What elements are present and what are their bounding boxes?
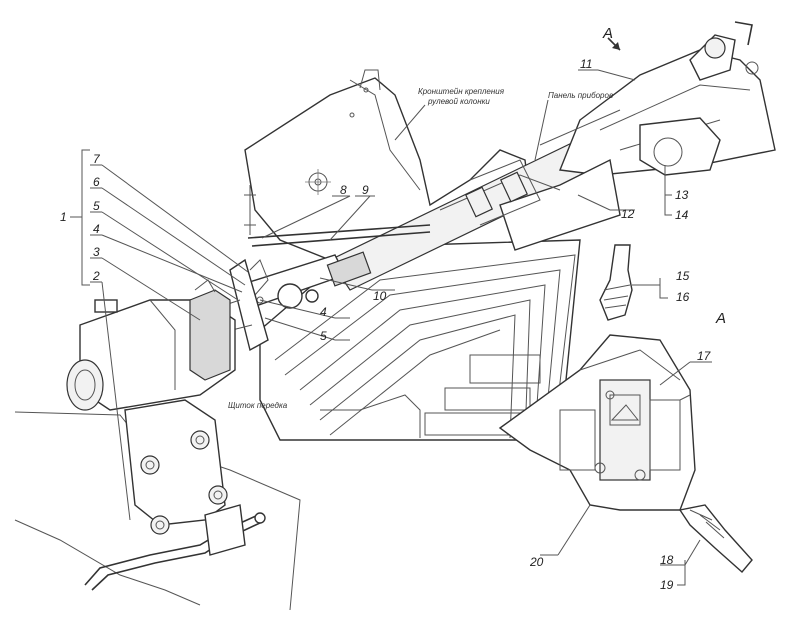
callout-10: 10 [373, 289, 387, 303]
captions: Кронштейн крепления рулевой колонки Пане… [228, 87, 613, 410]
caption-bracket-line1: Кронштейн крепления [418, 87, 505, 96]
callout-4b: 4 [320, 305, 327, 319]
callout-12: 12 [621, 207, 635, 221]
pitman-arm-assembly [84, 399, 266, 591]
leader-lines [70, 37, 712, 586]
callout-17: 17 [697, 349, 712, 363]
view-a-label-top: A [602, 25, 613, 42]
callout-4a: 4 [93, 222, 100, 236]
callout-20: 20 [529, 555, 544, 569]
callout-18: 18 [660, 553, 674, 567]
callout-7: 7 [93, 152, 101, 166]
callout-13: 13 [675, 188, 689, 202]
callout-3: 3 [93, 245, 100, 259]
caption-instrument-panel: Панель приборов [548, 91, 613, 100]
callout-5b: 5 [320, 329, 327, 343]
intermediate-shaft [224, 224, 431, 352]
callout-1: 1 [60, 210, 67, 224]
caption-bracket-line2: рулевой колонки [427, 97, 490, 106]
callout-19: 19 [660, 578, 674, 592]
callout-9: 9 [362, 183, 369, 197]
steering-gear-box [66, 279, 236, 411]
callout-5a: 5 [93, 199, 100, 213]
callout-6: 6 [93, 175, 100, 189]
caption-front-shield: Щиток передка [228, 401, 288, 410]
callout-14: 14 [675, 208, 689, 222]
callout-2: 2 [92, 269, 100, 283]
callout-15: 15 [676, 269, 690, 283]
callout-16: 16 [676, 290, 690, 304]
detail-view-a [498, 244, 753, 574]
steering-column [329, 49, 776, 291]
column-top-controls [639, 21, 759, 176]
view-a-label-detail: A [715, 310, 726, 327]
callout-numbers: 1 7 6 5 4 3 2 8 9 10 4 5 11 12 13 14 15 … [60, 57, 712, 592]
view-labels: A A [602, 25, 726, 327]
callout-11: 11 [580, 57, 592, 71]
callout-8: 8 [340, 183, 347, 197]
